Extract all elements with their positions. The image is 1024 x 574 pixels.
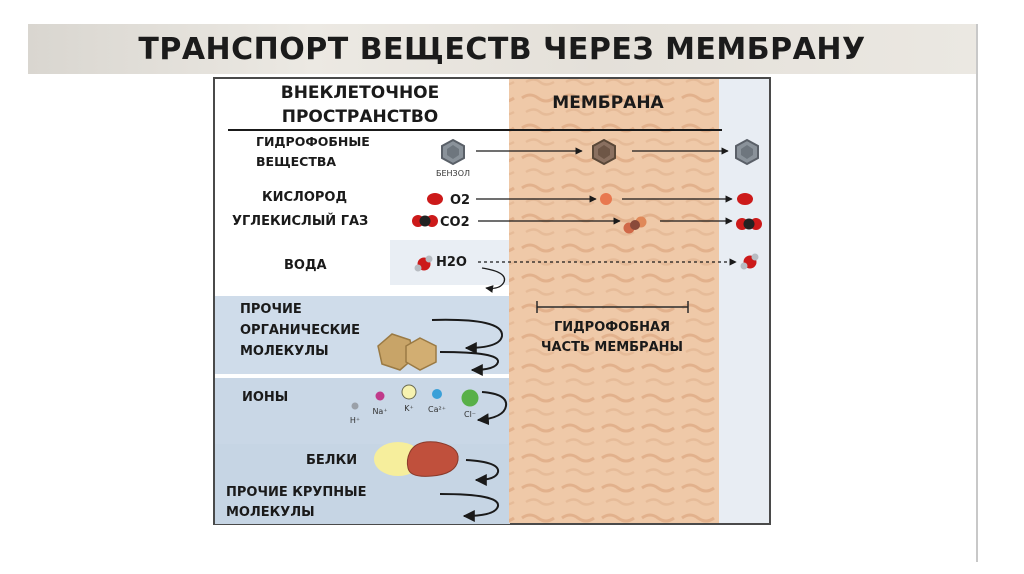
- oxygen-molecule-icon: [737, 193, 753, 205]
- organic-label-3: МОЛЕКУЛЫ: [240, 344, 329, 359]
- ion-k-label: K⁺: [404, 404, 413, 413]
- title-band: ТРАНСПОРТ ВЕЩЕСТВ ЧЕРЕЗ МЕМБРАНУ: [28, 24, 976, 74]
- hydrophobic-label-2: ВЕЩЕСТВА: [256, 154, 336, 169]
- ions-band: [215, 378, 510, 444]
- ion-ca-label: Ca²⁺: [428, 405, 446, 414]
- o2-label: O2: [450, 193, 470, 208]
- organic-label-1: ПРОЧИЕ: [240, 302, 302, 317]
- ion-na-icon: [375, 391, 385, 401]
- ion-cl-label: Cl⁻: [464, 410, 476, 419]
- benzene-ring-icon: [592, 138, 616, 166]
- curved-arrow-icon: [431, 318, 503, 354]
- slide-title: ТРАНСПОРТ ВЕЩЕСТВ ЧЕРЕЗ МЕМБРАНУ: [138, 31, 866, 67]
- benzene-label: БЕНЗОЛ: [436, 169, 470, 178]
- curved-arrow-icon: [465, 459, 500, 486]
- proteins-band: [215, 444, 510, 524]
- hexagon-molecule-icon: [377, 333, 437, 371]
- co2-name-label: УГЛЕКИСЛЫЙ ГАЗ: [232, 213, 368, 229]
- co2-formula-label: CO2: [440, 215, 470, 230]
- water-label: ВОДА: [284, 258, 327, 273]
- hydrophobic-part-label-2: ЧАСТЬ МЕМБРАНЫ: [541, 340, 683, 355]
- proteins-label: БЕЛКИ: [306, 453, 357, 468]
- extracellular-label-1: ВНЕКЛЕТОЧНОЕ: [281, 83, 440, 103]
- co2-molecule-icon: [736, 218, 762, 230]
- large-molecules-label-2: МОЛЕКУЛЫ: [226, 505, 315, 520]
- water-molecule-icon: [414, 255, 433, 272]
- oxygen-molecule-icon: [600, 193, 612, 205]
- curved-arrow-icon: [439, 351, 499, 376]
- benzene-ring-icon: [441, 138, 465, 166]
- ion-h-icon: [351, 402, 359, 410]
- ion-cl-icon: [461, 389, 479, 407]
- water-molecule-icon: [740, 253, 759, 270]
- hydrophobic-label-1: ГИДРОФОБНЫЕ: [256, 134, 370, 149]
- curved-arrow-icon: [476, 391, 508, 426]
- ion-h-label: H⁺: [350, 416, 360, 425]
- protein-blob-icon: [406, 441, 459, 477]
- organic-band: [215, 296, 510, 374]
- ions-label: ИОНЫ: [242, 390, 288, 405]
- large-molecules-label-1: ПРОЧИЕ КРУПНЫЕ: [226, 485, 367, 500]
- ion-ca-icon: [432, 389, 442, 399]
- oxygen-molecule-icon: [427, 193, 443, 205]
- co2-molecule-icon: [623, 216, 647, 234]
- ion-na-label: Na⁺: [372, 407, 387, 416]
- organic-label-2: ОРГАНИЧЕСКИЕ: [240, 323, 360, 338]
- extracellular-label-2: ПРОСТРАНСТВО: [282, 107, 439, 127]
- oxygen-label: КИСЛОРОД: [262, 190, 347, 205]
- membrane-label: МЕМБРАНА: [552, 93, 664, 113]
- hydrophobic-part-label-1: ГИДРОФОБНАЯ: [554, 320, 670, 335]
- co2-molecule-icon: [412, 215, 438, 227]
- curved-arrow-icon: [481, 267, 506, 293]
- benzene-ring-icon: [735, 138, 759, 166]
- curved-arrow-icon: [439, 493, 499, 522]
- h2o-label: H2O: [436, 255, 467, 270]
- ion-k-icon: [401, 384, 417, 400]
